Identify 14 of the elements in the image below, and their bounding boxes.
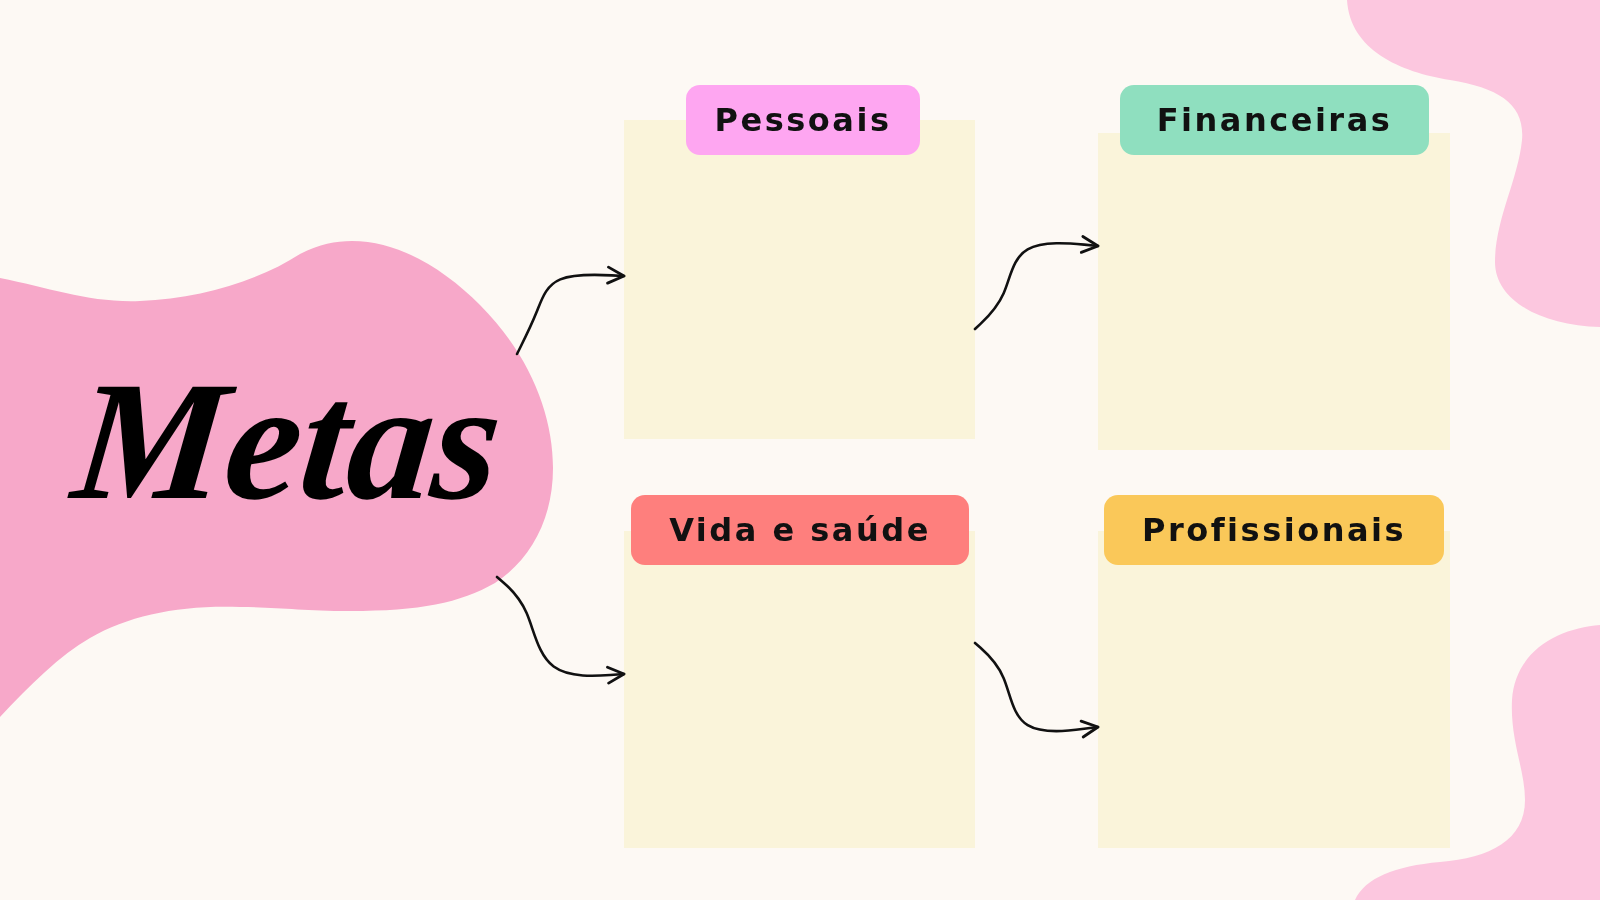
note-card — [1098, 495, 1450, 848]
note-card — [1098, 85, 1450, 450]
heading-text: Metas — [66, 356, 510, 526]
curved-arrow — [495, 575, 626, 685]
curved-arrow — [515, 265, 626, 356]
curved-arrow — [973, 641, 1100, 739]
category-tab: Financeiras — [1120, 85, 1429, 155]
category-tab: Pessoais — [686, 85, 920, 155]
curved-arrow — [973, 235, 1100, 331]
note-card — [624, 495, 975, 848]
category-tab: Vida e saúde — [631, 495, 969, 565]
category-tab: Profissionais — [1104, 495, 1444, 565]
note-card — [624, 85, 975, 439]
blob-shape — [0, 241, 554, 717]
